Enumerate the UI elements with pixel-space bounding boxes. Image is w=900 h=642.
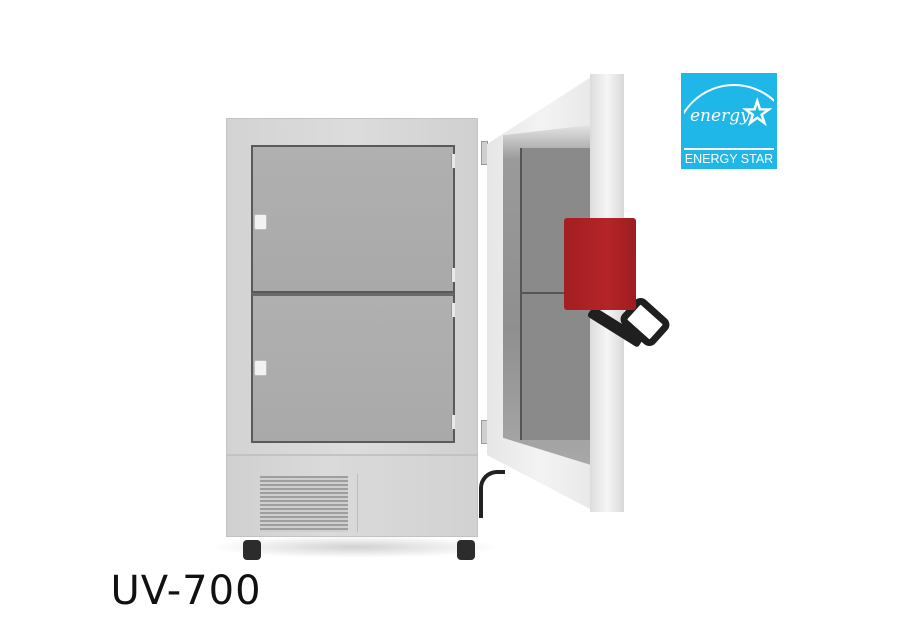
caster-wheel-left	[243, 540, 261, 560]
door-cable	[479, 470, 505, 518]
glass-reflection-divider	[520, 292, 590, 294]
inner-hinge	[451, 415, 455, 429]
energy-star-badge: energy ☆ ENERGY STAR	[681, 73, 777, 169]
red-lock-handle[interactable]	[564, 218, 636, 310]
panel-seam	[357, 474, 358, 532]
inner-door-upper	[251, 145, 455, 293]
star-icon: ☆	[741, 93, 773, 133]
caster-wheel-right	[457, 540, 475, 560]
lower-door-latch	[254, 360, 267, 376]
energy-script-text: energy	[690, 106, 750, 126]
ventilation-grille	[260, 476, 348, 532]
model-label-container: UV-700	[0, 568, 900, 614]
energy-star-logo: energy ☆	[684, 76, 774, 146]
inner-hinge	[451, 303, 455, 317]
badge-divider	[684, 148, 774, 150]
upper-door-latch	[254, 214, 267, 230]
model-label: UV-700	[110, 568, 262, 614]
door-hinge-bottom	[481, 420, 488, 444]
floor-shadow	[210, 536, 500, 558]
door-hinge-top	[481, 141, 488, 165]
energy-star-label: ENERGY STAR	[684, 152, 774, 166]
inner-hinge	[451, 154, 455, 168]
inner-door-lower	[251, 293, 455, 443]
inner-hinge	[451, 268, 455, 282]
arc-icon	[684, 84, 774, 146]
